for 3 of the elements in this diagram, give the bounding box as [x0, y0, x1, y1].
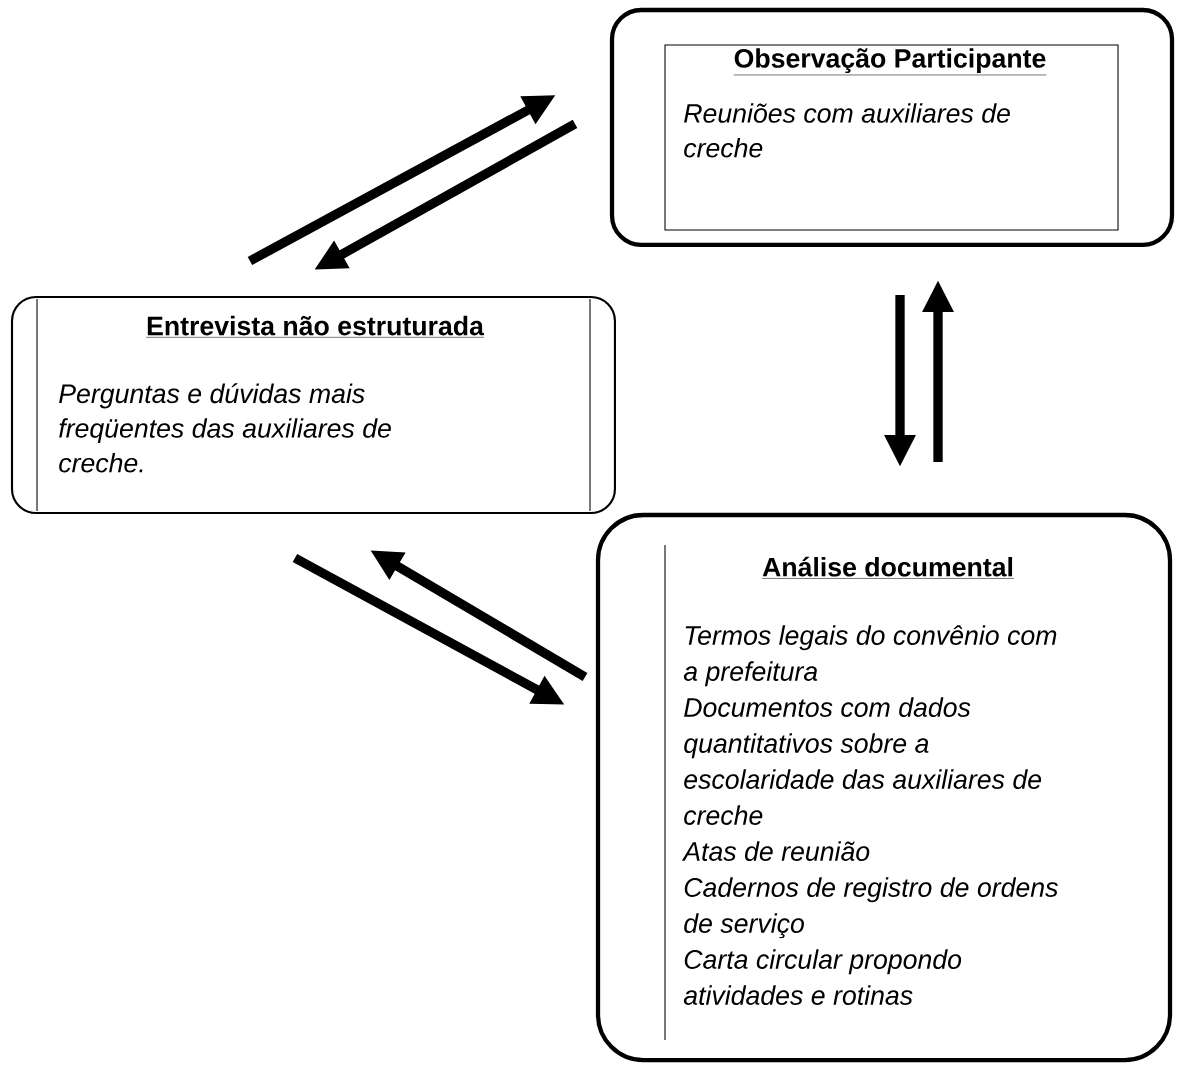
process-box: Análise documental Termos legais do convênio com a prefeitura Documentos com dados quantitativos sobre a escolaridade das auxiliares de creche Atas de reunião Cadernos de registro de ordens de serviço Carta circular propondo atividades e rotinas — [595, 512, 1173, 1063]
process-box: Entrevista não estruturada Perguntas e dúvidas mais freqüentes das auxiliares de creche. — [10, 295, 616, 515]
process-box: Observação Participante Reuniões com auxiliares de creche — [609, 7, 1175, 248]
